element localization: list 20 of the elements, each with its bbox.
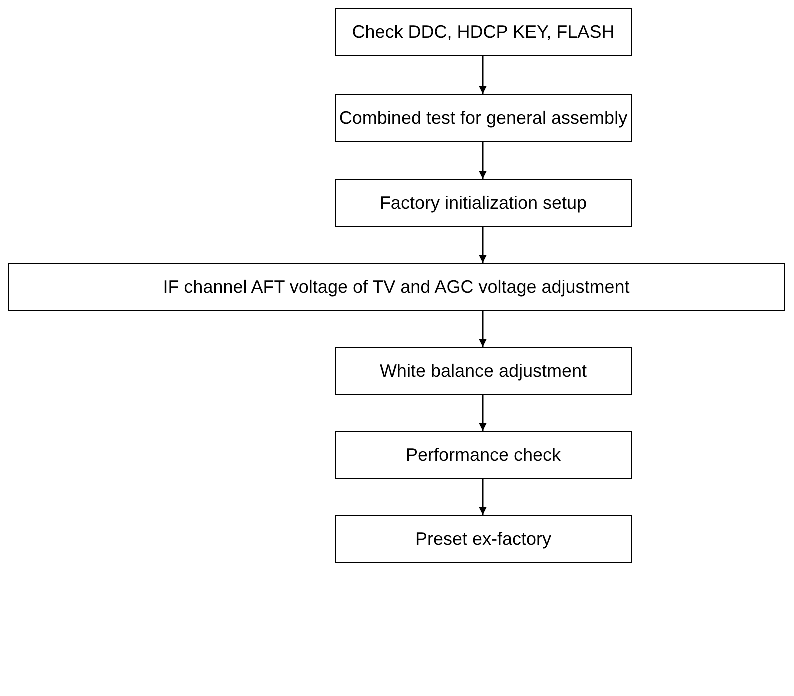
process-box	[8, 263, 785, 311]
step-label: Performance check	[406, 444, 562, 466]
arrow	[479, 227, 487, 263]
arrow	[479, 311, 487, 347]
arrow	[479, 395, 487, 431]
process-box	[335, 8, 632, 56]
step-label: IF channel AFT voltage of TV and AGC voltage adjustment	[163, 276, 630, 298]
process-box	[335, 347, 632, 395]
process-box	[335, 179, 632, 227]
arrow	[479, 142, 487, 179]
process-box	[335, 431, 632, 479]
step-label: Check DDC, HDCP KEY, FLASH	[352, 22, 615, 42]
step-label: Factory initialization setup	[380, 192, 588, 214]
step-label: Preset ex-factory	[415, 528, 552, 550]
arrow	[479, 56, 487, 94]
process-box	[335, 94, 632, 142]
step-label: Combined test for general assembly	[339, 108, 628, 128]
process-box	[335, 515, 632, 563]
arrow	[479, 479, 487, 515]
step-label: White balance adjustment	[380, 360, 588, 382]
